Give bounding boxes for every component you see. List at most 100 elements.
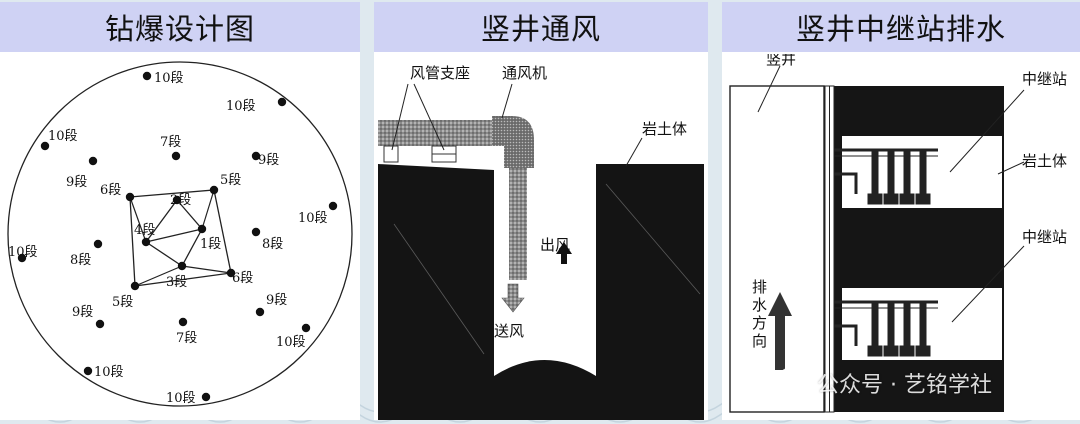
rock-diagonal-right <box>605 183 701 295</box>
label-air-in: 送风 <box>494 322 524 340</box>
label-direction-3: 方 <box>752 314 767 332</box>
blast-hole-label: 10段 <box>298 211 328 226</box>
leader-duct-support-1 <box>391 83 409 151</box>
connect-line-e <box>145 228 203 243</box>
blast-hole <box>83 366 93 376</box>
blast-hole <box>226 268 236 278</box>
blast-hole <box>130 281 140 291</box>
blast-hole <box>17 253 27 263</box>
blast-hole-label: 8段 <box>262 237 283 252</box>
leader-relay-bottom <box>951 245 1025 323</box>
blast-hole <box>171 151 181 161</box>
pump-group-bottom <box>834 300 938 357</box>
blast-hole <box>177 261 187 271</box>
rock-body <box>834 86 1004 412</box>
ground-bottom <box>494 360 596 420</box>
tunnel-section-circle <box>7 61 353 407</box>
label-shaft: 竖井 <box>766 54 796 68</box>
blast-hole-label: 5段 <box>220 173 241 188</box>
leader-rock-soil <box>997 161 1025 175</box>
blast-hole <box>93 239 103 249</box>
fan-elbow <box>492 116 534 168</box>
air-in-arrow <box>501 283 525 313</box>
leader-relay-top <box>949 89 1025 173</box>
connect-line-d <box>134 265 183 287</box>
blast-hole-label: 2段 <box>170 193 191 208</box>
blast-hole-label: 10段 <box>48 129 78 144</box>
blast-hole-label: 9段 <box>258 153 279 168</box>
blast-hole <box>172 195 182 205</box>
label-direction-2: 水 <box>752 296 767 314</box>
blast-hole-label: 9段 <box>66 175 87 190</box>
label-rock-soil-right: 岩土体 <box>1022 152 1067 170</box>
blast-design-diagram: 10段 10段 10段 7段 9段 9段 6段 5段 2段 10段 4段 10段 1段 8段 8段 3段 6段 9… <box>7 61 353 407</box>
blast-hole <box>40 141 50 151</box>
air-out-arrow <box>556 242 572 264</box>
blast-hole <box>141 237 151 247</box>
watermark-text: 公众号 · 艺铭学社 <box>817 373 992 398</box>
blast-hole <box>197 224 207 234</box>
blast-hole <box>209 185 219 195</box>
blast-hole-label: 10段 <box>94 365 124 380</box>
label-direction-4: 向 <box>752 332 767 350</box>
blast-hole-label: 10段 <box>166 391 196 406</box>
blast-hole <box>88 156 98 166</box>
blast-hole <box>142 71 152 81</box>
blast-hole-label: 10段 <box>154 71 184 86</box>
blast-hole-label: 10段 <box>276 335 306 350</box>
rock-right <box>596 164 704 420</box>
blast-design-title: 钻爆设计图 <box>0 2 360 52</box>
duct-vertical <box>509 168 527 280</box>
blast-hole <box>125 192 135 202</box>
blast-hole-label: 5段 <box>112 295 133 310</box>
drainage-title: 竖井中继站排水 <box>722 2 1080 52</box>
label-fan: 通风机 <box>502 64 547 82</box>
blast-hole-label: 7段 <box>176 331 197 346</box>
blast-hole-label: 10段 <box>226 99 256 114</box>
blast-hole-label: 9段 <box>266 293 287 308</box>
label-relay-top: 中继站 <box>1022 70 1067 88</box>
blast-hole <box>95 319 105 329</box>
drainage-diagram: 竖井 中继站 岩土体 中继站 排 水 方 向 <box>729 54 1067 413</box>
connect-line-a <box>129 196 147 243</box>
blast-hole-label: 4段 <box>134 223 155 238</box>
leader-rock <box>625 137 643 167</box>
blast-hole-label: 7段 <box>160 135 181 150</box>
blast-hole-label: 6段 <box>232 271 253 286</box>
label-rock-soil: 岩土体 <box>642 120 687 138</box>
blast-hole-label: 3段 <box>166 275 187 290</box>
blast-hole-label: 6段 <box>100 183 121 198</box>
drainage-direction-arrow <box>768 292 792 370</box>
rock-left <box>378 164 494 420</box>
leader-duct-support-2 <box>413 83 445 151</box>
blast-hole-label: 9段 <box>72 305 93 320</box>
blast-hole-label: 8段 <box>70 253 91 268</box>
connect-line-b <box>201 189 215 230</box>
blast-hole <box>255 307 265 317</box>
ventilation-title: 竖井通风 <box>374 2 708 52</box>
label-direction-1: 排 <box>752 278 767 296</box>
leader-fan <box>501 83 513 119</box>
ventilation-panel: 竖井通风 <box>374 2 708 420</box>
blast-hole <box>201 392 211 402</box>
ventilation-diagram: 风管支座 通风机 岩土体 出风 送风 <box>378 64 704 420</box>
blast-hole <box>251 227 261 237</box>
blast-hole-label: 10段 <box>8 245 38 260</box>
pump-group-top <box>834 148 938 205</box>
label-air-out: 出风 <box>540 236 570 254</box>
blast-hole <box>178 317 188 327</box>
blast-hole <box>301 323 311 333</box>
blast-hole-label: 1段 <box>200 237 221 252</box>
label-relay-bottom: 中继站 <box>1022 228 1067 246</box>
rock-diagonal-left <box>393 223 485 355</box>
blast-hole <box>251 151 261 161</box>
duct-horizontal <box>378 120 506 146</box>
wechat-logo-icon <box>776 367 808 399</box>
drainage-panel: 竖井中继站排水 <box>722 2 1080 420</box>
leader-shaft <box>757 65 781 113</box>
blast-hole <box>277 97 287 107</box>
label-duct-support: 风管支座 <box>410 64 470 82</box>
blast-design-panel: 钻爆设计图 10段 10段 10段 7段 9段 9段 6段 5段 2段 10段 4段 10段 1段 8段 8… <box>0 2 360 420</box>
connect-line-c <box>181 265 232 274</box>
duct-support-a <box>383 145 399 163</box>
